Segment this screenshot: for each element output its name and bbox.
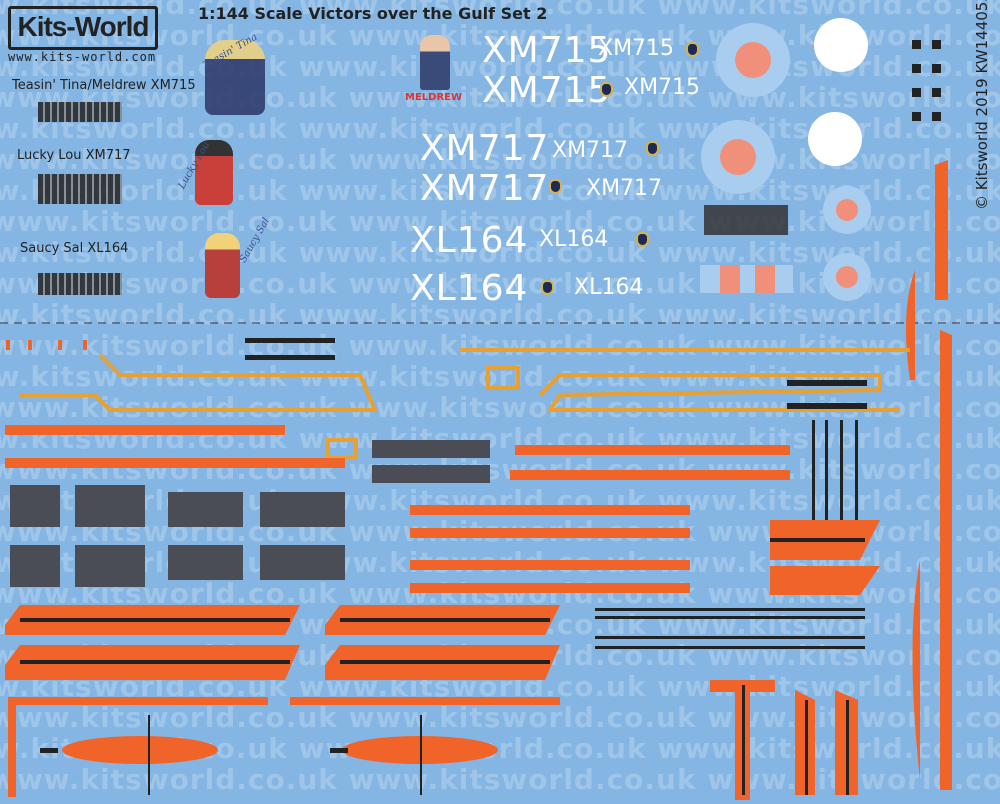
- stencil-block: [704, 205, 788, 235]
- watermark-text: www.kitsworld.co.uk www.kitsworld.co.uk …: [0, 81, 1000, 114]
- lower-black-details: [40, 685, 849, 795]
- vertical-orange-stripes: [906, 160, 952, 790]
- watermark-text: www.kitsworld.co.uk www.kitsworld.co.uk …: [0, 329, 1000, 362]
- fin-flash: [700, 265, 793, 293]
- kits-world-logo: Kits-World: [8, 6, 158, 50]
- squadron-crest-icon: [636, 232, 649, 247]
- white-roundel-masks: [808, 18, 868, 166]
- orange-wing-chevrons: [5, 520, 880, 680]
- nose-art-lucky-lou: [195, 140, 233, 205]
- serial-small: XM715: [598, 36, 675, 61]
- nose-art-text-meldrew: MELDREW: [405, 92, 463, 103]
- squadron-crest-icon: [549, 179, 562, 194]
- serial-large: XL164: [410, 268, 529, 309]
- squadron-crest-icon: [686, 42, 699, 57]
- nose-art-saucy-sal: [205, 233, 240, 298]
- aircraft-label-xm715: Teasin' Tina/Meldrew XM715: [12, 78, 196, 93]
- tailplane-stripes: [8, 680, 858, 800]
- serial-small: XM717: [586, 176, 663, 201]
- stencil-block: [38, 102, 122, 122]
- watermark-text: www.kitsworld.co.uk www.kitsworld.co.uk …: [0, 298, 1000, 331]
- aircraft-label-xl164: Saucy Sal XL164: [20, 241, 129, 256]
- squadron-crest-icon: [600, 82, 613, 97]
- serial-small: XM717: [552, 138, 629, 163]
- aircraft-label-xm717: Lucky Lou XM717: [17, 148, 131, 163]
- stencil-block: [38, 273, 122, 295]
- hazard-markings: [912, 40, 941, 121]
- orange-fuselage-stripes: [5, 425, 790, 593]
- walkway-lines: [6, 340, 910, 460]
- roundels: [701, 23, 871, 301]
- watermark-text: www.kitsworld.co.uk www.kitsworld.co.uk …: [0, 763, 1000, 796]
- serial-small: XM715: [624, 75, 701, 100]
- squadron-crest-icon: [646, 141, 659, 156]
- serial-large: XM715: [482, 30, 612, 71]
- serial-small: XL164: [574, 275, 644, 300]
- serial-small: XL164: [539, 227, 609, 252]
- nose-art-teasin-tina: [205, 40, 265, 115]
- grey-panels: [10, 440, 490, 587]
- watermark-text: www.kitsworld.co.uk www.kitsworld.co.uk …: [0, 701, 1000, 734]
- lower-lines: [595, 608, 865, 649]
- stencil-block: [38, 174, 122, 204]
- serial-large: XM717: [420, 128, 550, 169]
- nose-art-meldrew: [420, 35, 450, 90]
- logo-url: www.kits-world.com: [8, 50, 157, 64]
- serial-large: XM717: [420, 168, 550, 209]
- sheet-title: 1:144 Scale Victors over the Gulf Set 2: [198, 4, 548, 23]
- squadron-crest-icon: [541, 280, 554, 295]
- black-bars: [245, 338, 867, 530]
- serial-large: XL164: [410, 220, 529, 261]
- watermark-text: www.kitsworld.co.uk www.kitsworld.co.uk …: [0, 0, 1000, 21]
- serial-large: XM715: [482, 70, 612, 111]
